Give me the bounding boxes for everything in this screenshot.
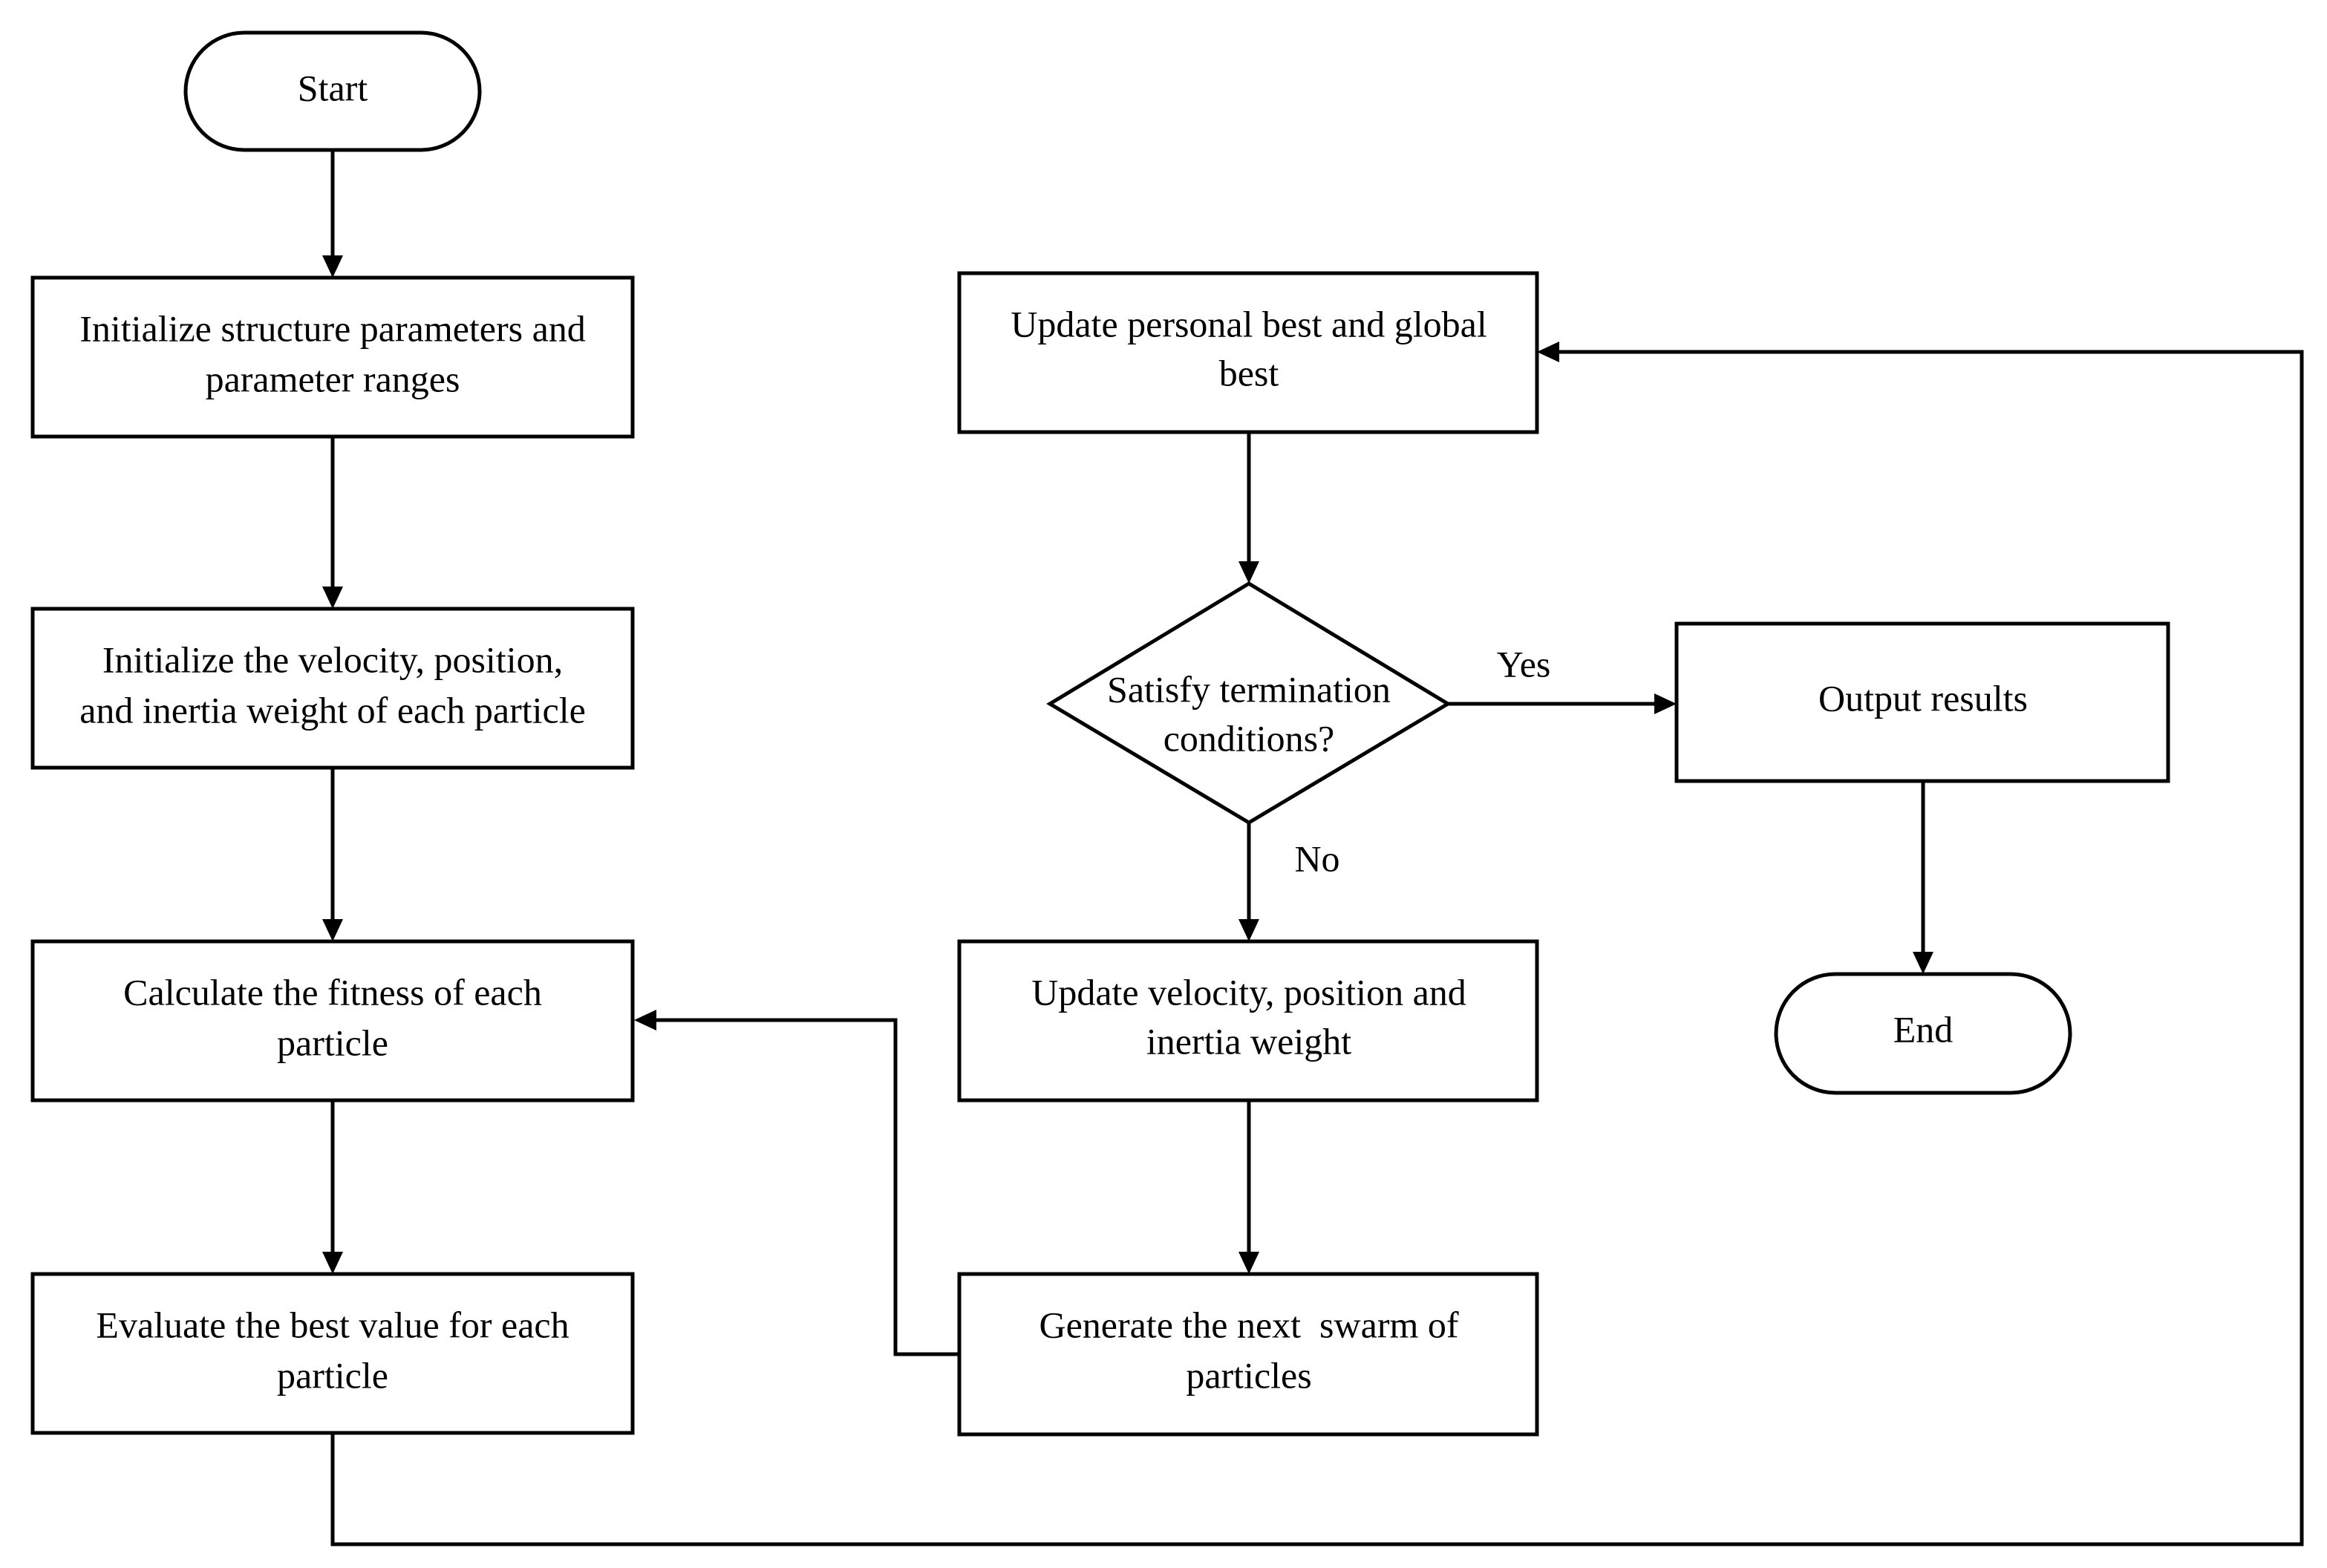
evaluate-best-line-2: particle [277, 1354, 388, 1396]
init-velocity-node: Initialize the velocity, position, and i… [30, 607, 635, 770]
decision-diamond [1046, 581, 1452, 825]
arrowhead [322, 255, 343, 278]
generate-swarm-line-1: Generate the next swarm of [1039, 1304, 1458, 1345]
arrowhead [322, 919, 343, 941]
generate-swarm-box [957, 1272, 1539, 1437]
output-box [1674, 621, 2170, 783]
end-terminator-shape [1774, 972, 2072, 1095]
calc-fitness-line-1: Calculate the fitness of each [123, 971, 542, 1013]
decision-line-1: Satisfy termination [1107, 668, 1391, 710]
start-terminator-shape [183, 30, 482, 152]
arrowhead [1238, 1252, 1259, 1274]
decision-node: Satisfy termination conditions? [1046, 581, 1452, 825]
generate-swarm-line-2: particles [1186, 1354, 1311, 1396]
arrowhead [322, 587, 343, 609]
start-node: Start [183, 30, 482, 152]
update-best-line-1: Update personal best and global [1011, 303, 1486, 344]
init-structure-line-2: parameter ranges [206, 358, 460, 399]
update-velocity-line-2: inertia weight [1146, 1020, 1351, 1062]
output-node: Output results [1674, 621, 2170, 783]
arrowhead [1238, 919, 1259, 941]
init-velocity-line-1: Initialize the velocity, position, [102, 638, 563, 680]
edge-evaluate-best-to-update-best [330, 350, 2304, 1546]
init-velocity-box [30, 607, 635, 770]
arrowhead [322, 1252, 343, 1274]
arrowhead [634, 1010, 656, 1030]
calc-fitness-box [30, 939, 635, 1102]
update-best-box [957, 271, 1539, 434]
init-structure-line-1: Initialize structure parameters and [79, 307, 586, 349]
end-node: End [1774, 972, 2072, 1095]
start-label: Start [298, 67, 368, 108]
init-structure-box [30, 275, 635, 439]
arrowhead [1537, 342, 1559, 362]
arrowhead [1238, 561, 1259, 584]
connectors [322, 150, 2304, 1546]
arrowhead [1654, 693, 1677, 714]
calc-fitness-node: Calculate the fitness of each particle [30, 939, 635, 1102]
generate-swarm-node: Generate the next swarm of particles [957, 1272, 1539, 1437]
edge-generate-swarm-to-calc-fitness [656, 1018, 959, 1356]
update-velocity-box [957, 939, 1539, 1102]
update-velocity-line-1: Update velocity, position and [1031, 971, 1466, 1013]
evaluate-best-line-1: Evaluate the best value for each [96, 1304, 569, 1345]
init-velocity-line-2: and inertia weight of each particle [79, 689, 586, 731]
calc-fitness-line-2: particle [277, 1022, 388, 1063]
arrowhead [1913, 952, 1933, 974]
output-label: Output results [1818, 677, 2028, 719]
evaluate-best-node: Evaluate the best value for each particl… [30, 1272, 635, 1435]
update-velocity-node: Update velocity, position and inertia we… [957, 939, 1539, 1102]
yes-label: Yes [1497, 643, 1551, 685]
init-structure-node: Initialize structure parameters and para… [30, 275, 635, 439]
evaluate-best-box [30, 1272, 635, 1435]
update-best-node: Update personal best and global best [957, 271, 1539, 434]
no-label: No [1294, 837, 1339, 879]
end-label: End [1893, 1008, 1954, 1050]
decision-line-2: conditions? [1164, 717, 1335, 759]
update-best-line-2: best [1219, 352, 1279, 393]
